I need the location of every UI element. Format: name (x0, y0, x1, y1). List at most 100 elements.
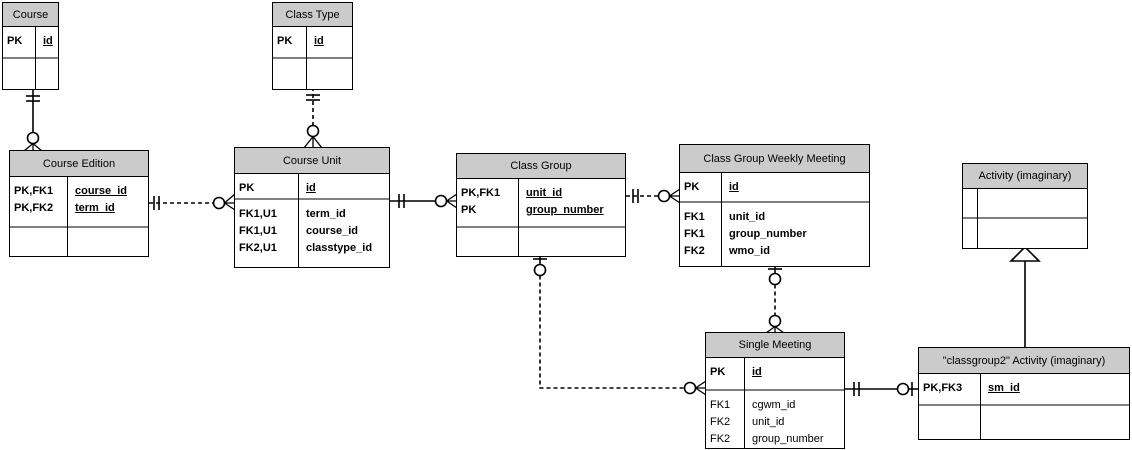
attribute-name: term_id (306, 208, 346, 220)
attribute-row: PK id (273, 33, 352, 50)
attribute-name: id (314, 35, 324, 47)
key-separator (706, 389, 844, 391)
key-separator (457, 226, 625, 228)
attribute-section (10, 228, 148, 256)
key-label: PK,FK1 (14, 185, 54, 197)
key-separator (919, 404, 1129, 406)
attribute-name: unit_id (729, 211, 766, 223)
key-label: PK,FK1 (461, 187, 501, 199)
key-label: PK,FK3 (923, 382, 963, 394)
attribute-row: PK group_number (457, 202, 625, 219)
attribute-row: PK,FK1 unit_id (457, 185, 625, 202)
attribute-section (457, 228, 625, 256)
column-divider (67, 177, 68, 256)
connector-course-edition-to-course-unit (149, 193, 236, 211)
attribute-section (919, 406, 1129, 439)
primary-key-section: PK id (3, 27, 58, 57)
attribute-section (963, 219, 1087, 248)
key-separator (680, 201, 869, 203)
connector-single-meeting-to-classgroup2-activity (845, 382, 919, 396)
attribute-name: id (306, 182, 316, 194)
key-label: FK2 (710, 433, 731, 445)
connector-class-group-to-weekly-meeting (626, 188, 681, 204)
key-label: PK (461, 204, 477, 216)
column-divider (980, 374, 981, 439)
primary-key-section (963, 189, 1087, 217)
attribute-name: group_number (526, 204, 604, 216)
attribute-row: FK2 unit_id (706, 414, 844, 431)
attribute-name: cgwm_id (752, 399, 796, 411)
key-label: PK,FK2 (14, 202, 54, 214)
key-separator (235, 198, 389, 200)
key-label: FK1 (710, 399, 731, 411)
key-label: FK2,U1 (239, 242, 277, 254)
attribute-row: FK2,U1 classtype_id (235, 240, 389, 257)
attribute-name: group_number (752, 433, 824, 445)
column-divider (977, 189, 978, 248)
attribute-section (273, 59, 352, 89)
attribute-name: classtype_id (306, 242, 373, 254)
attribute-name: unit_id (752, 416, 785, 428)
attribute-row: PK id (3, 33, 58, 50)
connector-class-group-to-single-meeting (533, 256, 707, 396)
entity-title: Class Type (273, 3, 352, 27)
attribute-name: id (43, 35, 53, 47)
attribute-row: FK1 cgwm_id (706, 397, 844, 414)
entity-activity-imaginary: Activity (imaginary) (962, 163, 1088, 249)
attribute-row: PK,FK2 term_id (10, 200, 148, 217)
entity-title: Class Group Weekly Meeting (680, 145, 869, 173)
attribute-name: sm_id (988, 382, 1020, 394)
column-divider (306, 27, 307, 89)
attribute-name: term_id (75, 202, 115, 214)
attribute-name: id (729, 181, 739, 193)
attribute-name: id (752, 366, 762, 378)
entity-title: Course (3, 3, 58, 27)
entity-title: Single Meeting (706, 333, 844, 358)
attribute-name: wmo_id (729, 245, 770, 257)
key-separator (273, 57, 352, 59)
attribute-row: FK2 group_number (706, 431, 844, 448)
primary-key-section: PK,FK3 sm_id (919, 374, 1129, 404)
key-label: PK (710, 366, 726, 378)
primary-key-section: PK id (235, 174, 389, 198)
key-label: FK2 (710, 416, 731, 428)
entity-title: "classgroup2" Activity (imaginary) (919, 348, 1129, 374)
connector-course-to-course-edition (23, 87, 43, 152)
key-separator (3, 57, 58, 59)
key-label: PK (239, 182, 255, 194)
entity-title: Course Unit (235, 148, 389, 174)
key-label: PK (277, 35, 293, 47)
connector-weekly-meeting-to-single-meeting (765, 266, 785, 334)
attribute-row: FK2 wmo_id (680, 243, 869, 260)
attribute-row: PK id (706, 364, 844, 381)
primary-key-section: PK id (706, 358, 844, 389)
column-divider (35, 27, 36, 89)
connector-class-type-to-course-unit (303, 87, 323, 149)
column-divider (518, 179, 519, 256)
entity-title: Class Group (457, 154, 625, 179)
key-label: PK (7, 35, 23, 47)
attribute-name: group_number (729, 228, 807, 240)
key-separator (10, 226, 148, 228)
attribute-name: unit_id (526, 187, 563, 199)
key-label: FK2 (684, 245, 705, 257)
